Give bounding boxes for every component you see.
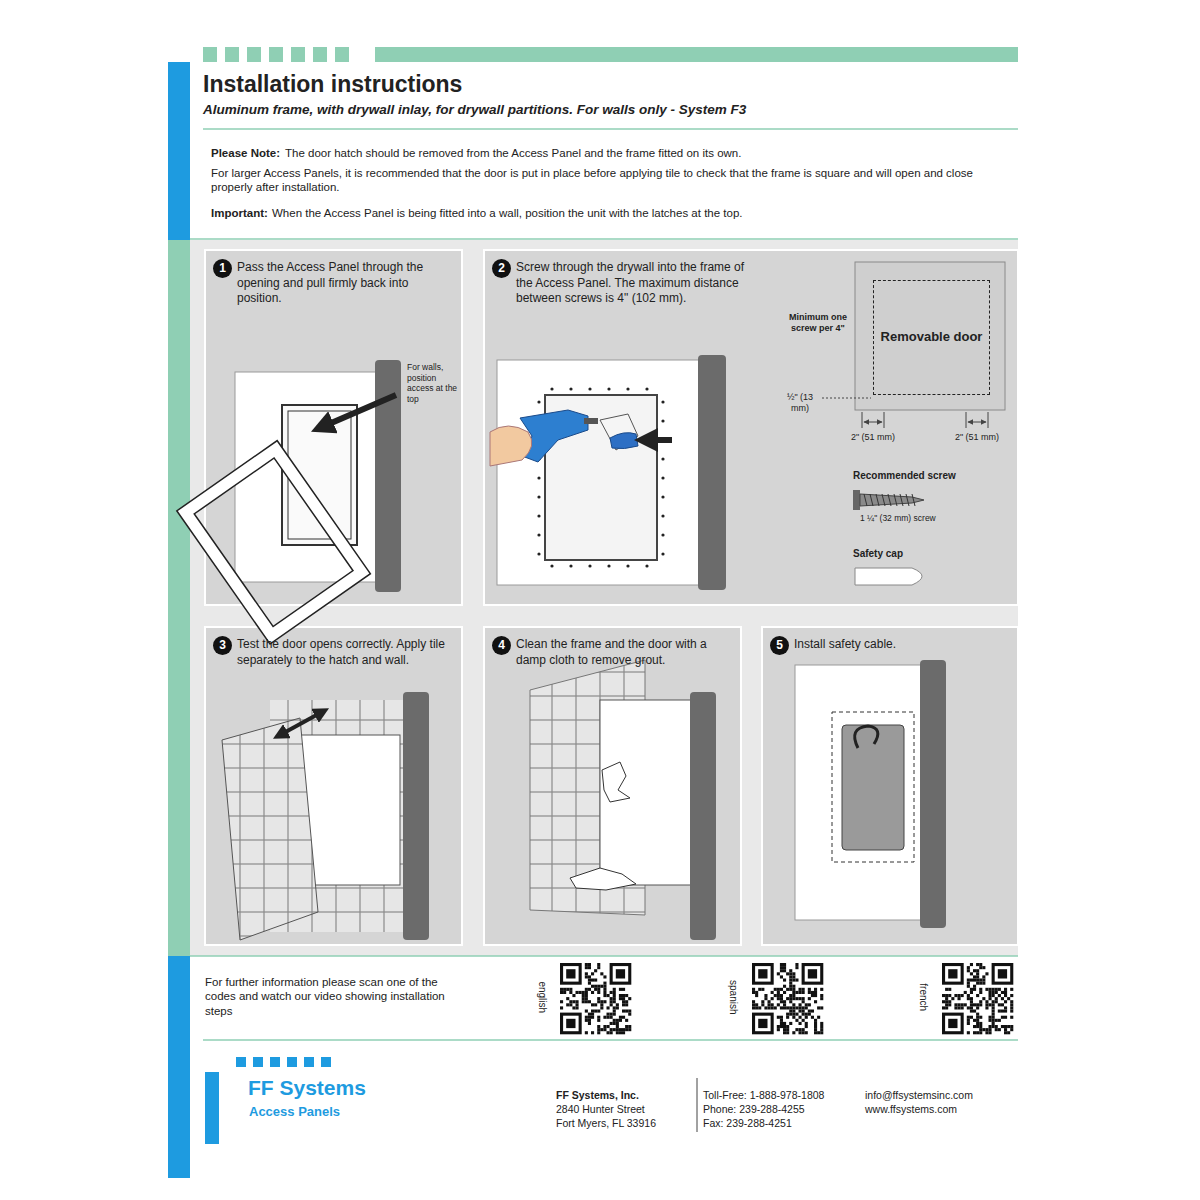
note-text: english (536, 967, 549, 1027)
door-label: Removable door (881, 329, 983, 345)
step-number: 1 (213, 259, 232, 278)
note-text: The door hatch should be removed from th… (285, 146, 1005, 160)
footer-text: www.ffsystems.com (865, 1103, 1015, 1116)
step-number: 4 (492, 636, 511, 655)
step4-illustration (530, 660, 716, 940)
step-panel: 4 Clean the frame and the door with a dam… (484, 627, 741, 945)
dimension-label: Minimum one screw per 4" (786, 312, 850, 335)
note-text: Aluminum frame, with drywall inlay, for … (203, 102, 1023, 119)
footer-text: Access Panels (249, 1104, 409, 1120)
step-panel: 3 Test the door opens correctly. Apply ti… (205, 627, 462, 945)
dimension-label: Safety cap (853, 548, 953, 561)
dimension-label: Recommended screw (853, 470, 1003, 483)
step-number: 2 (492, 259, 511, 278)
note-text: Important: (211, 206, 268, 220)
side-bar (168, 240, 190, 956)
footer-text: FF Systems, Inc. (556, 1089, 696, 1102)
note-text: For further information please scan one … (205, 975, 455, 1018)
side-bar (168, 62, 190, 240)
dimension-label: 2" (51 mm) (950, 432, 1004, 443)
dimension-label: 1 ¼" (32 mm) screw (860, 513, 990, 524)
step3-illustration (222, 692, 429, 940)
step-text: Test the door opens correctly. Apply til… (237, 637, 452, 668)
footer-text: Fax: 239-288-4251 (703, 1117, 863, 1130)
page-title: Installation instructions (203, 71, 462, 98)
step-number: 3 (213, 636, 232, 655)
door-outline: Removable door (873, 280, 990, 395)
step-text: Install safety cable. (794, 637, 1004, 653)
qr-codes (560, 963, 1013, 1034)
note-text: When the Access Panel is being fitted in… (272, 206, 992, 220)
note-text: Please Note: (211, 146, 280, 160)
dimension-label: 2" (51 mm) (846, 432, 900, 443)
footer-text: Fort Myers, FL 33916 (556, 1117, 696, 1130)
note-text: french (917, 967, 930, 1027)
footer-text: Phone: 239-288-4255 (703, 1103, 863, 1116)
dimension-label: ½" (13 mm) (778, 392, 822, 415)
step1-illustration (186, 360, 401, 635)
footer-text: FF Systems (248, 1075, 408, 1101)
step-text: Screw through the drywall into the frame… (516, 260, 751, 307)
side-bar (168, 956, 190, 1178)
step-panel: 5 Install safety cable. (762, 627, 1018, 945)
step-number: 5 (770, 636, 789, 655)
footer-text: 2840 Hunter Street (556, 1103, 696, 1116)
step-panel: 1 Pass the Access Panel through the openi… (205, 250, 462, 605)
step2-illustration (490, 262, 1005, 590)
note-text: For larger Access Panels, it is recommen… (211, 166, 991, 195)
footer-text: Toll-Free: 1-888-978-1808 (703, 1089, 863, 1102)
footer-text: info@ffsystemsinc.com (865, 1089, 1015, 1102)
step-text: Pass the Access Panel through the openin… (237, 260, 452, 307)
header-decoration (203, 47, 1018, 62)
step-panel: 2 Screw through the drywall into the fram… (484, 250, 1018, 605)
note-text: spanish (727, 967, 740, 1027)
dimension-label: For walls, position access at the top (407, 362, 461, 405)
step-text: Clean the frame and the door with a damp… (516, 637, 731, 668)
step5-illustration (795, 660, 946, 928)
logo (205, 1057, 331, 1144)
